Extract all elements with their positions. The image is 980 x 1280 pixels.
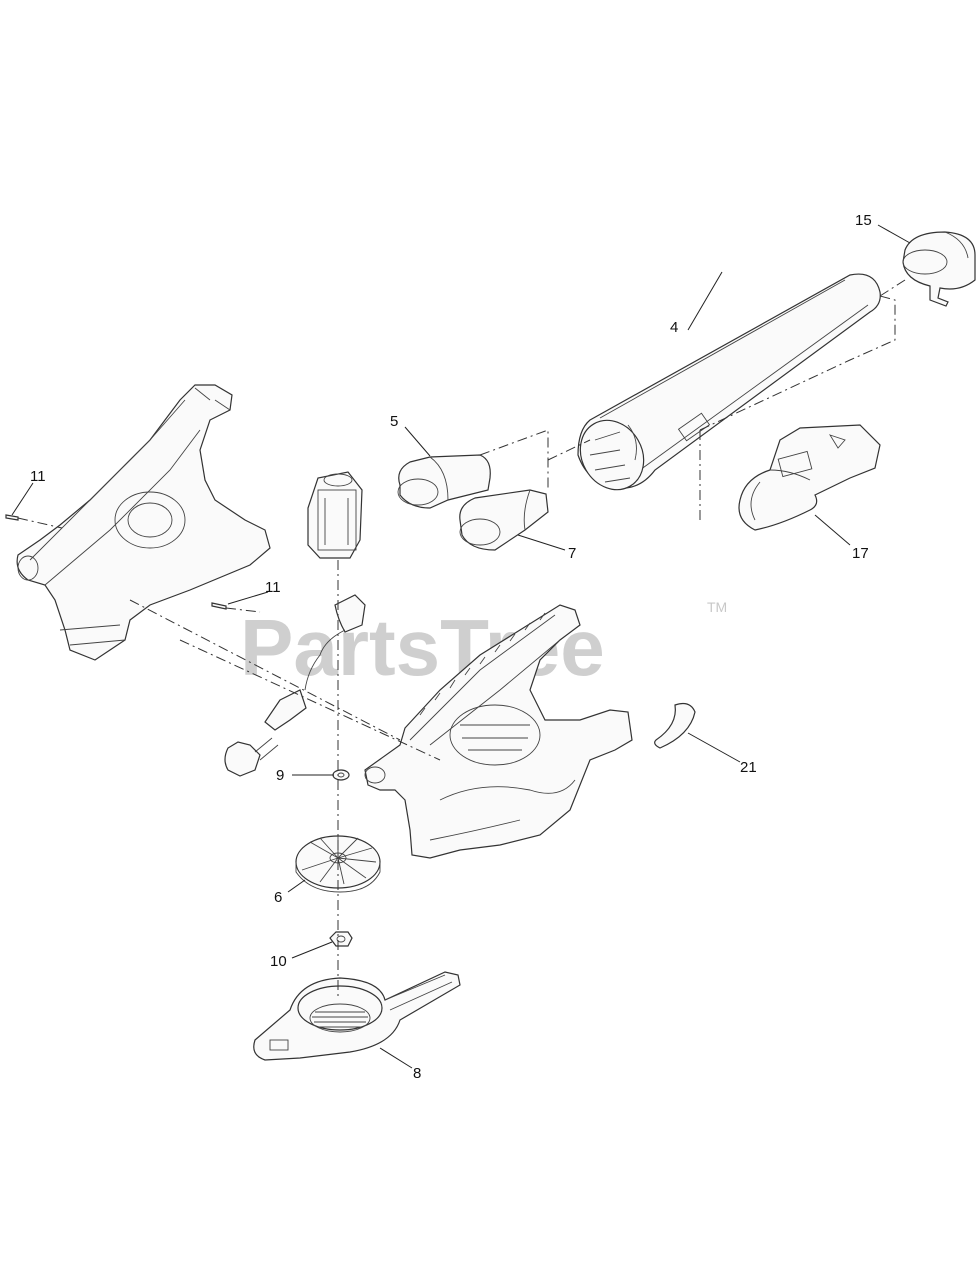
housing-right-half xyxy=(364,604,633,859)
assembly-dash-lines xyxy=(17,279,906,1000)
callout-7: 7 xyxy=(568,545,576,562)
callout-17: 17 xyxy=(852,545,869,562)
switch-wiring xyxy=(224,594,366,777)
callout-8: 8 xyxy=(413,1065,421,1082)
part-17-handle xyxy=(738,424,881,531)
callout-5: 5 xyxy=(390,413,398,430)
part-11-screw-left xyxy=(5,514,19,521)
callout-9: 9 xyxy=(276,767,284,784)
motor xyxy=(307,471,363,559)
callout-10: 10 xyxy=(270,953,287,970)
part-7-concentrator-nozzle xyxy=(459,489,549,551)
callout-11-center: 11 xyxy=(265,579,281,596)
callout-21: 21 xyxy=(740,759,757,776)
watermark-tm: TM xyxy=(707,599,727,615)
part-15-tube-clip xyxy=(902,231,976,307)
callouts: 4 5 6 7 8 9 10 11 11 15 17 21 xyxy=(30,212,872,1082)
leader-lines xyxy=(11,224,911,1069)
housing-left-half xyxy=(16,384,271,661)
part-10-nut xyxy=(329,931,353,947)
callout-4: 4 xyxy=(670,319,678,336)
part-21-clip xyxy=(654,702,696,749)
part-9-nut xyxy=(332,769,350,781)
part-5-nozzle xyxy=(397,454,491,509)
part-8-intake-cover xyxy=(253,971,461,1061)
part-4-blower-tube xyxy=(577,273,881,491)
part-11-screw-center xyxy=(211,602,227,610)
callout-15: 15 xyxy=(855,212,872,229)
callout-11-left: 11 xyxy=(30,468,46,485)
callout-6: 6 xyxy=(274,889,282,906)
